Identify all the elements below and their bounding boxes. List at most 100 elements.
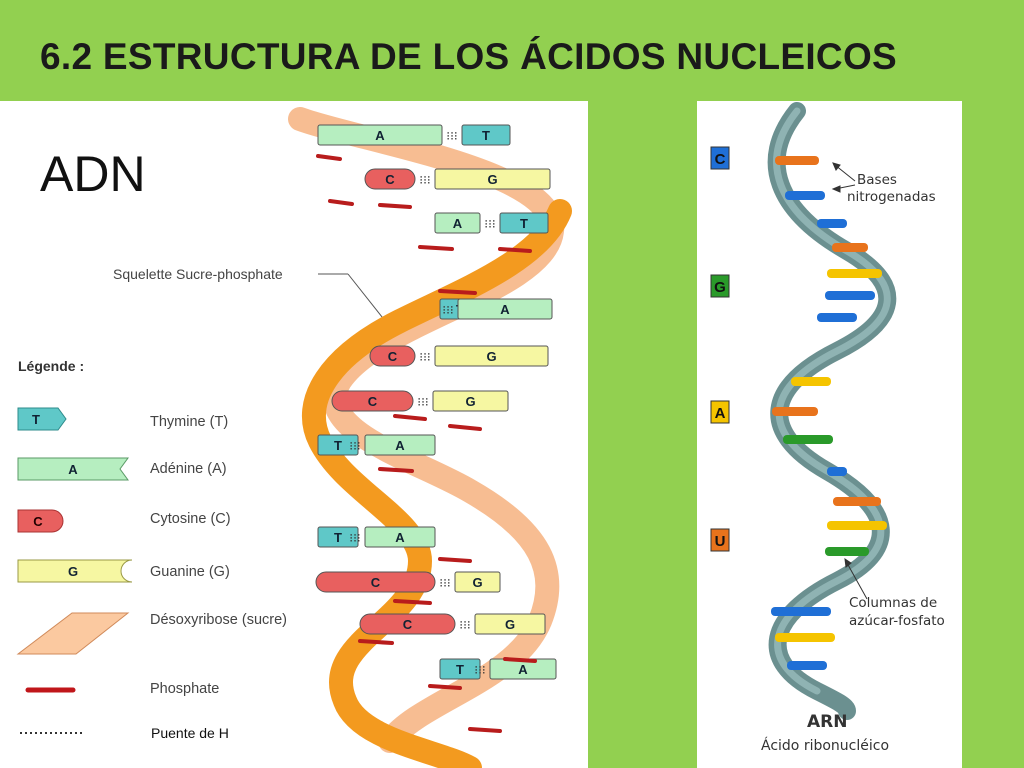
base-left (359, 613, 456, 635)
rna-base (787, 661, 827, 670)
base-right-letter: A (500, 302, 510, 317)
svg-text:G: G (68, 564, 78, 579)
base-right (364, 434, 436, 456)
base-left (439, 658, 481, 680)
rna-base (827, 521, 887, 530)
rna-base (772, 407, 818, 416)
legend-thymine-label: Thymine (T) (150, 414, 229, 430)
legend-cytosine-label: Cytosine (C) (150, 511, 231, 527)
base-right-letter: G (486, 349, 496, 364)
base-right-letter: T (520, 216, 528, 231)
rna-base (825, 547, 869, 556)
base-pair: A⁝⁝⁝T (434, 212, 549, 234)
dna-label: ADN (40, 146, 146, 202)
hbond-dots: ⁝⁝⁝ (349, 439, 360, 453)
base-right-letter: G (472, 575, 482, 590)
base-right-letter: G (487, 172, 497, 187)
bases-label-line1: Bases (857, 172, 897, 188)
base-pair: T⁝⁝⁝A (439, 658, 557, 680)
base-left-letter: A (375, 128, 385, 143)
base-pair: C ⁝⁝⁝ G (331, 390, 509, 412)
rna-base (817, 313, 857, 322)
base-left (369, 345, 416, 367)
rna-title: ARN (807, 712, 848, 732)
hbond-dots: ⁝⁝⁝ (419, 173, 430, 187)
base-left (317, 434, 359, 456)
rna-bases (771, 156, 887, 670)
rna-legend-c-text: C (715, 151, 726, 168)
skeleton-label: Squelette Sucre-phosphate (113, 266, 283, 282)
rna-base (827, 467, 847, 476)
base-pair: C ⁝⁝⁝ G (359, 613, 546, 635)
legend-symbols: T A C G (16, 407, 133, 734)
base-pair: A⁝⁝⁝T (317, 124, 511, 146)
rna-figure: C G A U Bases nitrog (697, 101, 962, 768)
base-right (364, 526, 436, 548)
rna-base (832, 243, 868, 252)
hbond-dots: ⁝⁝⁝ (349, 531, 360, 545)
columns-label-line1: Columnas de (849, 595, 938, 611)
base-right (434, 168, 551, 190)
base-left-letter: C (388, 349, 398, 364)
columns-label-line2: azúcar-fosfato (849, 613, 945, 629)
base-left (331, 390, 414, 412)
rna-legend-g: G (710, 274, 730, 298)
hbond-dots: ⁝⁝⁝ (484, 217, 495, 231)
dna-figure: ADN Squelette Sucre-phosphate A ⁝⁝⁝ T C ⁝⁝⁝ G… (0, 101, 588, 768)
hbond-dots: ⁝⁝⁝ (417, 395, 428, 409)
rna-base (827, 269, 882, 278)
rna-base (785, 191, 825, 200)
base-right-letter: G (505, 617, 515, 632)
base-pair: T⁝⁝⁝A (439, 298, 553, 320)
legend-guanine-symbol: G (17, 559, 133, 583)
rna-base (817, 219, 847, 228)
bases-label-line2: nitrogenadas (847, 189, 936, 205)
rna-legend-a: A (710, 400, 730, 424)
base-right (432, 390, 509, 412)
base-left (315, 571, 436, 593)
base-right (434, 345, 549, 367)
legend-title: Légende : (18, 358, 85, 374)
rna-base (825, 291, 875, 300)
bases-arrows (831, 162, 856, 193)
hbond-dots: ⁝⁝⁝ (442, 303, 453, 317)
base-left (434, 212, 481, 234)
rna-legend-u: U (710, 528, 730, 552)
legend-adenine-symbol: A (17, 457, 129, 481)
backbone-orange-strand (301, 199, 572, 768)
base-pairs: A⁝⁝⁝TC⁝⁝⁝GA⁝⁝⁝TT⁝⁝⁝AC⁝⁝⁝GC⁝⁝⁝GT⁝⁝⁝AT⁝⁝⁝A… (315, 124, 557, 680)
rna-legend-g-text: G (714, 279, 726, 296)
hbond-dots: ⁝⁝⁝ (474, 663, 485, 677)
hbond-dots: ⁝⁝⁝ (446, 129, 457, 143)
hbond-dots: ⁝⁝⁝ (419, 350, 430, 364)
hbond-dots: ⁝⁝⁝ (439, 576, 450, 590)
base-right (454, 571, 501, 593)
rna-base (791, 377, 831, 386)
base-left (364, 168, 416, 190)
legend-thymine-symbol: T (17, 407, 67, 431)
legend-cytosine-symbol: C (17, 509, 64, 533)
slide-title: 6.2 ESTRUCTURA DE LOS ÁCIDOS NUCLEICOS (40, 36, 897, 77)
hbond-dots: ⁝⁝⁝ (459, 618, 470, 632)
rna-base (783, 435, 833, 444)
base-left-letter: C (368, 394, 378, 409)
base-pair: T⁝⁝⁝A (317, 434, 436, 456)
base-pair: C⁝⁝⁝G (315, 571, 501, 593)
base-left-letter: C (385, 172, 395, 187)
svg-text:A: A (68, 462, 78, 477)
rna-base (771, 607, 831, 616)
legend-deoxyribose-label: Désoxyribose (sucre) (150, 612, 287, 628)
base-pair: T⁝⁝⁝A (317, 526, 436, 548)
columns-arrow (844, 557, 868, 600)
rna-legend-c: C (710, 146, 730, 170)
rna-base (775, 156, 819, 165)
legend-guanine-label: Guanine (G) (150, 564, 230, 580)
backbone-peach-strand (288, 107, 565, 753)
base-right (474, 613, 546, 635)
base-left-letter: C (403, 617, 413, 632)
base-right-letter: G (465, 394, 475, 409)
rna-subtitle: Ácido ribonucléico (761, 738, 890, 754)
base-right-letter: A (395, 530, 405, 545)
hbond-label: Puente de H (151, 725, 229, 741)
base-right (461, 124, 511, 146)
